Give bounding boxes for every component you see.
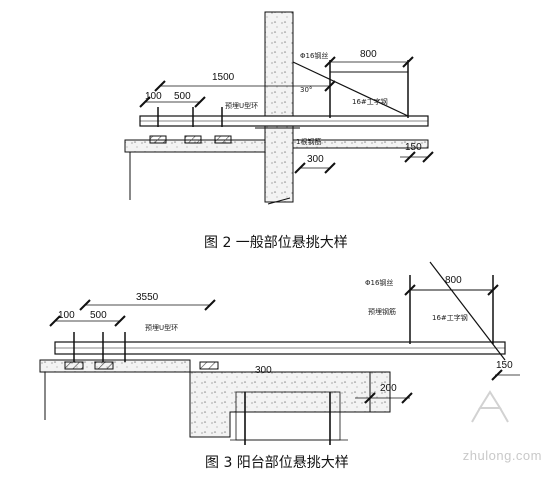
fig3-dim-200: 200 bbox=[380, 383, 397, 394]
fig3-dim-800: 800 bbox=[445, 275, 462, 286]
fig2-dim-300: 300 bbox=[307, 154, 324, 165]
fig2-note-angle: 30° bbox=[300, 86, 312, 94]
fig2-note-rod: Φ16钢丝 bbox=[300, 51, 328, 60]
fig3-dim-500: 500 bbox=[90, 310, 107, 321]
fig2-dim-150: 150 bbox=[405, 142, 422, 153]
edge-slab bbox=[292, 139, 429, 149]
balcony-beam bbox=[189, 371, 371, 438]
fig2-dim-800: 800 bbox=[360, 49, 377, 60]
fig3-dim-300: 300 bbox=[255, 365, 272, 376]
fig2-dim-500: 500 bbox=[174, 91, 191, 102]
fig3-note-rod: Φ16钢丝 bbox=[365, 278, 393, 287]
figure-2-caption: 图 2 一般部位悬挑大样 bbox=[204, 235, 348, 251]
figure-2-detail bbox=[124, 11, 434, 205]
fig3-note-ring: 预埋钢筋 bbox=[368, 307, 396, 316]
figure-2-labels: 1500 800 500 100 300 150 Φ16钢丝 30° 16#工字… bbox=[145, 49, 422, 165]
tie-rod bbox=[292, 61, 409, 117]
figure-3-labels: 3550 800 500 100 300 200 150 Φ16钢丝 16#工字… bbox=[58, 275, 513, 394]
watermark-logo bbox=[471, 390, 509, 423]
fig3-note-anchor: 预埋U型环 bbox=[145, 323, 178, 332]
fig3-dim-100: 100 bbox=[58, 310, 75, 321]
watermark-text: zhulong.com bbox=[462, 448, 542, 463]
wall-column bbox=[264, 11, 294, 203]
fig3-note-beam: 16#工字钢 bbox=[432, 313, 468, 322]
fig2-dim-100: 100 bbox=[145, 91, 162, 102]
fig2-note-beam: 16#工字钢 bbox=[352, 97, 388, 106]
balcony-slab bbox=[39, 359, 191, 373]
fig3-dim-150: 150 bbox=[496, 360, 513, 371]
fig3-dim-3550: 3550 bbox=[136, 292, 159, 303]
fig2-note-ring: 1根钢筋 bbox=[296, 137, 321, 146]
fig2-note-anchor: 预埋U型环 bbox=[225, 101, 258, 110]
fig2-dim-1500: 1500 bbox=[212, 72, 235, 83]
figure-3-detail bbox=[39, 261, 520, 445]
figure-3-caption: 图 3 阳台部位悬挑大样 bbox=[205, 455, 349, 471]
